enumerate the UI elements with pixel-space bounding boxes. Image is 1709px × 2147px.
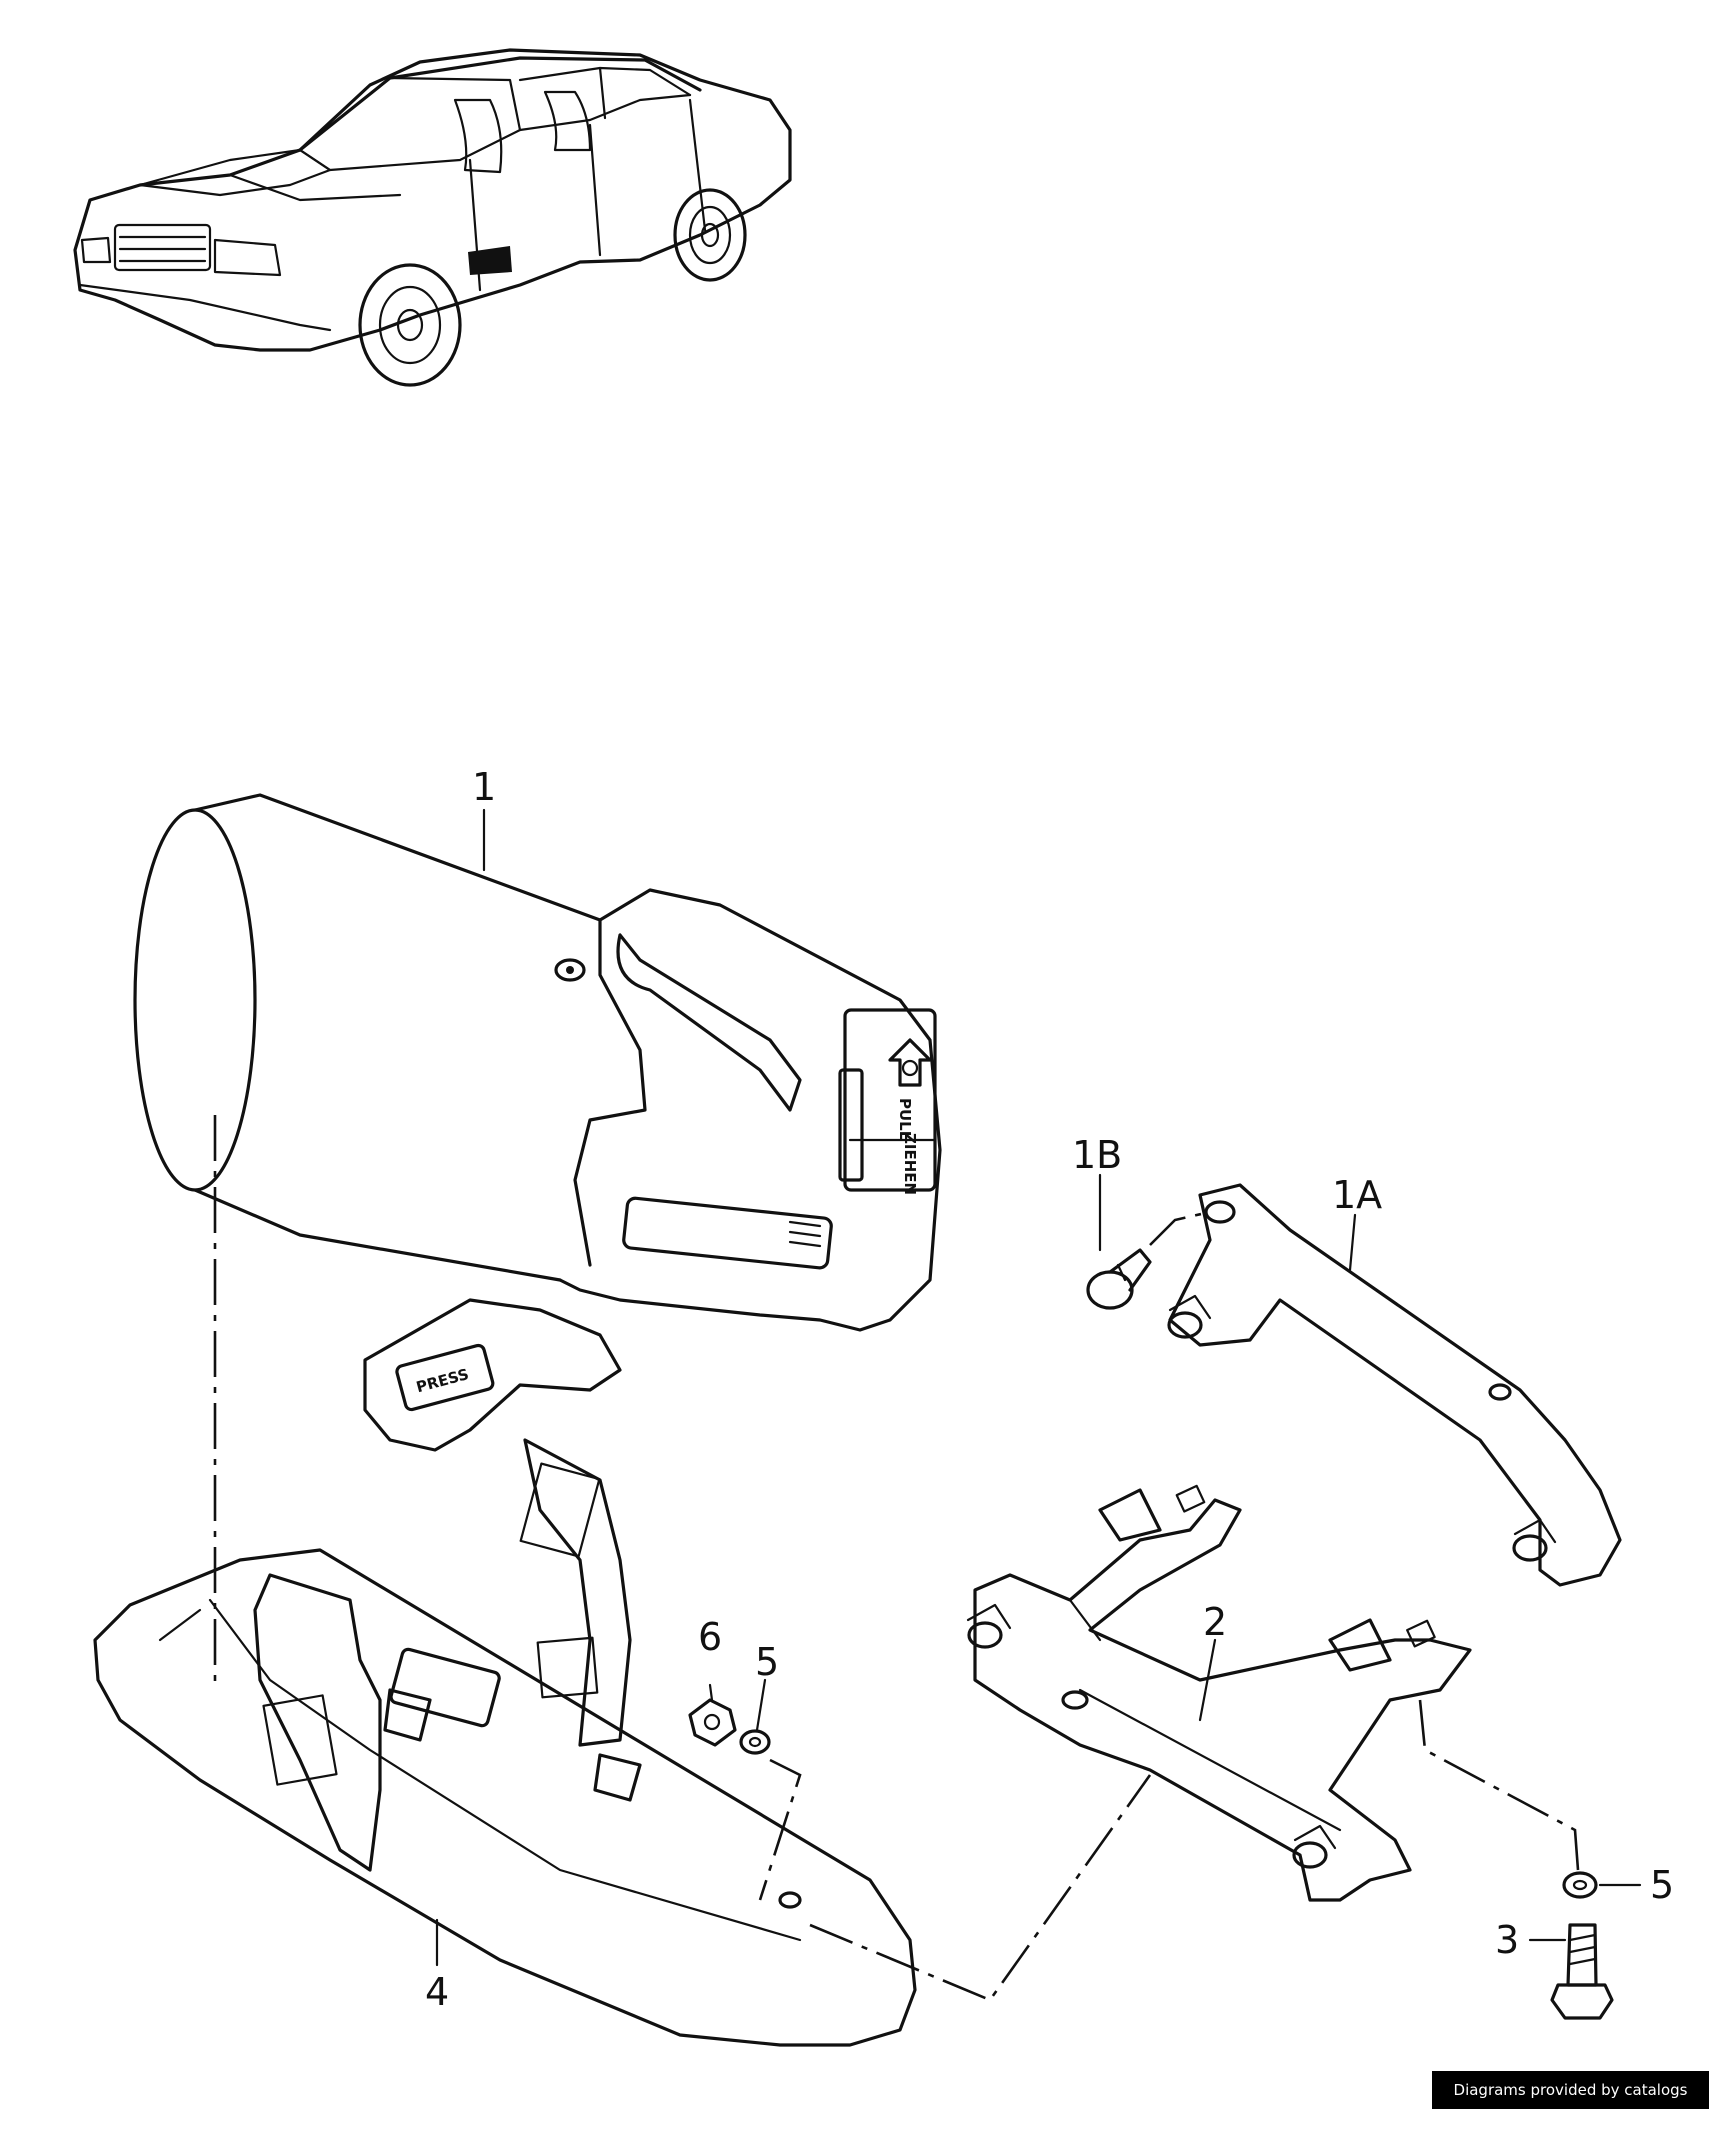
callout-1a: 1A [1332, 1173, 1382, 1217]
callouts: 1 1B 1A 2 6 5 5 3 4 [425, 765, 1674, 2014]
part-4-tray: PRESS [93, 1298, 917, 2047]
leader-lines [435, 808, 1642, 1967]
alignment-lines [213, 1115, 1580, 2002]
credit-banner: Diagrams provided by catalogs parts [1432, 2071, 1709, 2137]
part-5-washer-right [1562, 1871, 1598, 1899]
pull-label: PULL [896, 1098, 914, 1141]
callout-1: 1 [472, 765, 496, 809]
part-1-unit: PULL ZIEHEN [133, 793, 942, 1332]
callout-3: 3 [1495, 1918, 1519, 1962]
ziehen-label: ZIEHEN [901, 1133, 919, 1195]
callout-2: 2 [1203, 1600, 1227, 1644]
part-3-bolt [1550, 1923, 1614, 2020]
part-2-bracket [966, 1484, 1472, 1902]
callout-4: 4 [425, 1970, 449, 2014]
callout-1b: 1B [1072, 1133, 1122, 1177]
callout-6: 6 [698, 1615, 722, 1659]
part-6-nut [688, 1698, 737, 1747]
part-1b-screw [1086, 1210, 1211, 1310]
part-5-washer-left [739, 1729, 771, 1755]
callout-5-left: 5 [755, 1640, 779, 1684]
press-label: PRESS [414, 1365, 471, 1396]
part-1a-bracket [1167, 1183, 1622, 1587]
car-illustration [73, 48, 792, 387]
callout-5-right: 5 [1650, 1863, 1674, 1907]
